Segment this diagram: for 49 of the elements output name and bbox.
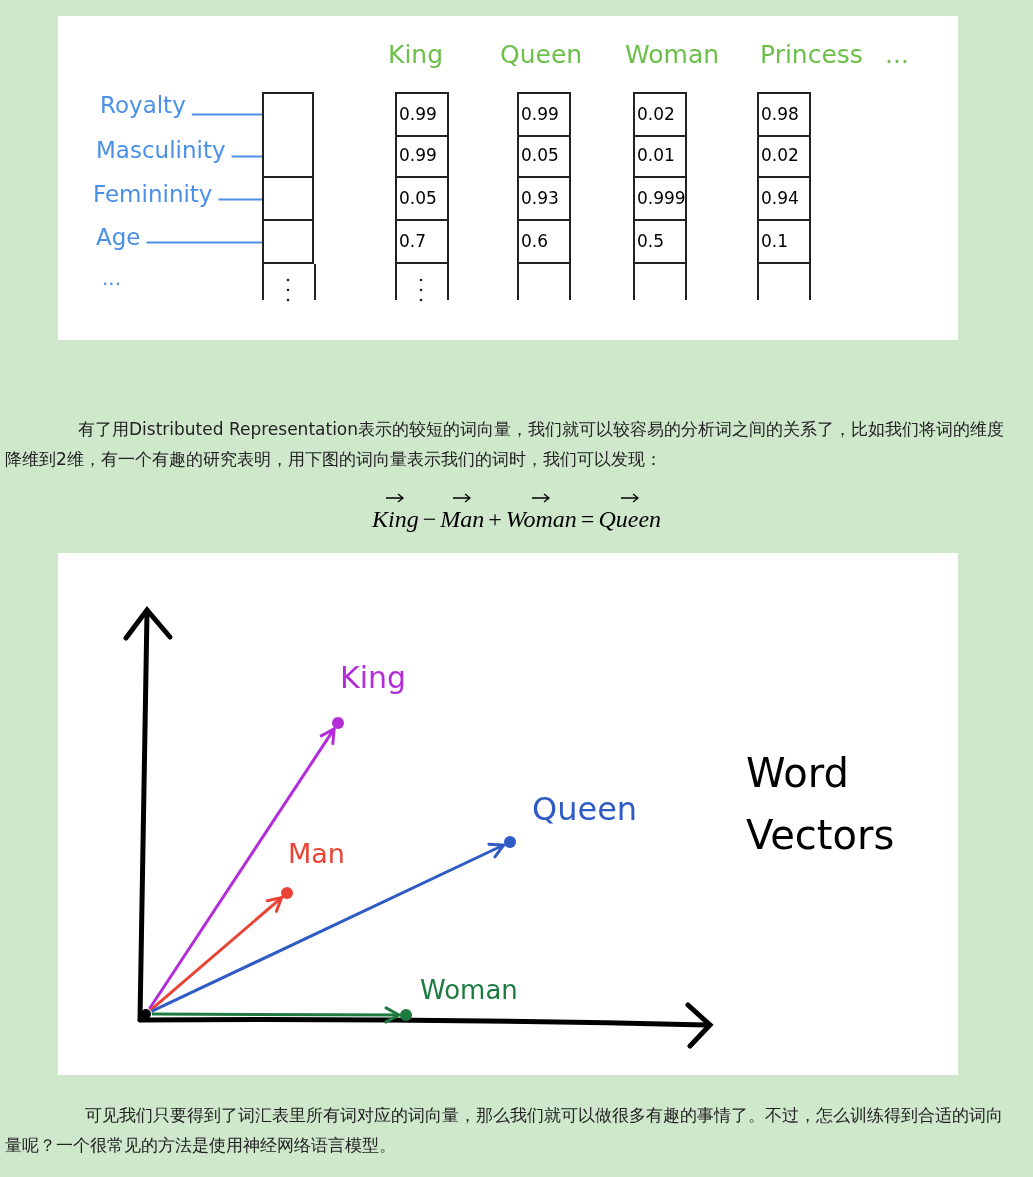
vector-cell: 0.02 (633, 92, 687, 137)
vector-cell (262, 221, 314, 264)
feature-label: Age (96, 224, 141, 250)
ellipsis: ... (102, 266, 122, 290)
vector-cell (262, 178, 314, 221)
point-label: Queen (532, 790, 638, 828)
column-heading: Queen (500, 40, 583, 69)
point-label: Man (288, 838, 345, 869)
column-heading: ... (885, 40, 909, 69)
vector-cell: 0.01 (633, 135, 687, 178)
point-label: King (340, 660, 407, 695)
operator: = (579, 505, 596, 533)
feature-label: Masculinity (96, 137, 226, 163)
vector-cell (262, 135, 314, 178)
vector-cell: 0.6 (517, 221, 571, 264)
vector-cell: 0.999 (633, 178, 687, 221)
arrow (152, 1006, 401, 1024)
leader-line (190, 113, 263, 116)
vector-cell: 0.99 (395, 135, 449, 178)
vector-cell: 0.93 (517, 178, 571, 221)
point-label: Woman (420, 975, 518, 1005)
vector-cell: 0.05 (395, 178, 449, 221)
arrow (149, 896, 284, 1012)
vector-cell: 0.98 (757, 92, 811, 137)
leader-line (145, 241, 263, 244)
vector-cell (262, 92, 314, 137)
column-heading: Woman (625, 40, 720, 69)
paragraph: 可见我们只要得到了词汇表里所有词对应的词向量，那么我们就可以做很多有趣的事情了。不过，怎么训练得到合适的词向量呢？一个很常见的方法是使用神经网络语言模型。 (5, 1104, 1004, 1157)
paragraph: 有了用Distributed Representation表示的较短的词向量，我们就可以较容易的分析词之间的关系了，比如我们将词的维度降维到2维，有一个有趣的研究表明，用下图的词向量表示我们的词时，我们可以发现： (5, 418, 1006, 471)
feature-label: Femininity (93, 181, 213, 207)
operator: − (421, 505, 438, 533)
vector-cell: 0.94 (757, 178, 811, 221)
arrow (148, 727, 336, 1010)
leader-line (230, 155, 263, 158)
origin-dot (141, 1009, 151, 1019)
vector-cell: 0.7 (395, 221, 449, 264)
vector-cell: 0.5 (633, 221, 687, 264)
chart-title: Word Vectors (746, 749, 896, 860)
vector-cell: 0.99 (517, 92, 571, 137)
column-heading: Princess (760, 40, 863, 69)
vector-cell: 0.1 (757, 221, 811, 264)
leader-line (217, 198, 263, 201)
vector-cell: 0.05 (517, 135, 571, 178)
operator: + (487, 505, 503, 533)
vector-cell: 0.02 (757, 135, 811, 178)
column-heading: King (388, 40, 444, 69)
feature-label: Royalty (100, 92, 186, 118)
arrow (150, 842, 506, 1013)
vector-cell: 0.99 (395, 92, 449, 137)
